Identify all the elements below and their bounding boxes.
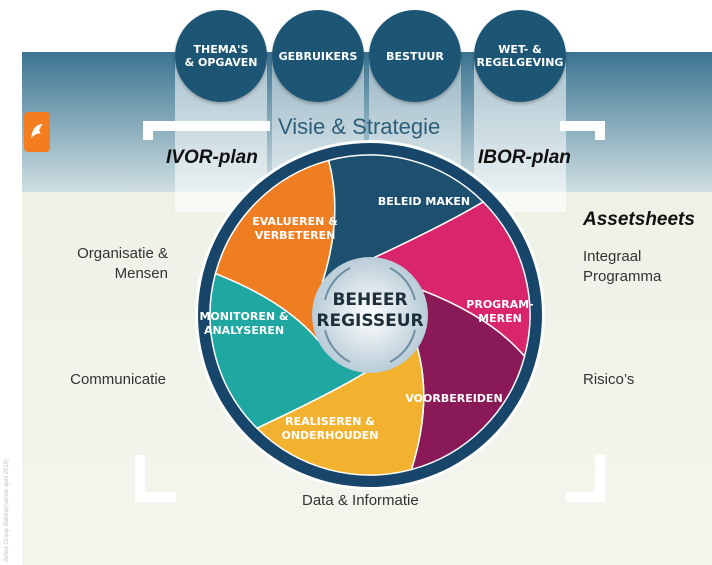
pillar-wetgeving: WET- & REGELGEVING (474, 10, 566, 102)
label-integraal-programma: Integraal Programma (583, 248, 662, 285)
segment-evalueren-label: EVALUEREN &VERBETEREN (252, 215, 338, 242)
segment-monitoren-label: MONITOREN &ANALYSEREN (199, 310, 288, 337)
segment-voorbereiden-label: VOORBEREIDEN (405, 392, 502, 405)
bottom-label: Data & Informatie (302, 492, 419, 509)
center-hub (312, 257, 428, 373)
pillar-themas: THEMA'S & OPGAVEN (175, 10, 267, 102)
ivor-plan-label: IVOR-plan (166, 147, 258, 168)
pillar-gebruikers: GEBRUIKERS (272, 10, 364, 102)
segment-realiseren-label: REALISEREN &ONDERHOUDEN (281, 415, 378, 442)
top-label: Visie & Strategie (278, 114, 441, 139)
segment-programmeren-label: PROGRAM-MEREN (466, 298, 533, 325)
ibor-plan-label: IBOR-plan (478, 147, 571, 168)
segment-evalueren (214, 159, 336, 342)
pillar-bestuur: BESTUUR (369, 10, 461, 102)
label-risicos: Risico’s (583, 371, 635, 388)
segment-beleid-maken-label: BELEID MAKEN (378, 195, 470, 208)
assetsheets-label: Assetsheets (583, 209, 695, 230)
label-organisatie: Organisatie & Mensen (77, 245, 168, 282)
label-communicatie: Communicatie (70, 371, 166, 388)
center-title: BEHEER REGISSEUR (316, 290, 424, 331)
